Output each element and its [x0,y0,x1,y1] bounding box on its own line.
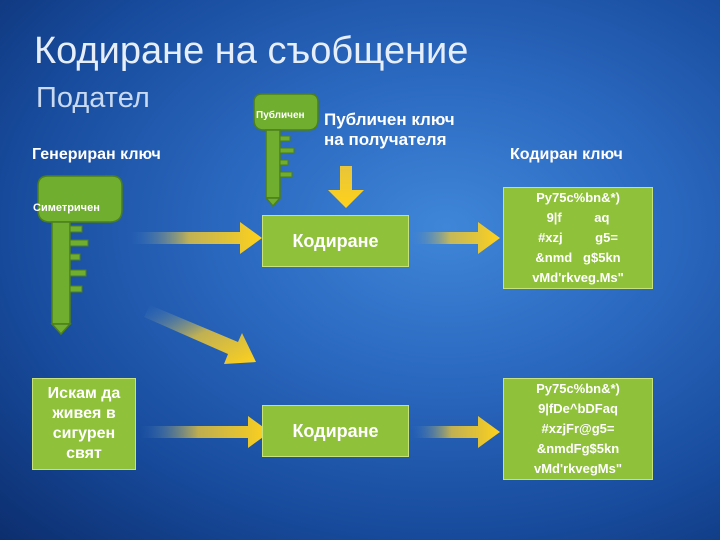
symmetric-key-icon [37,175,123,336]
recipient-public-key-label: Публичен ключ на получателя [324,110,455,149]
encode-box-top-label: Кодиране [292,230,379,251]
arrow-plaintext-to-encode [140,416,270,448]
encrypted-key-label: Кодиран ключ [510,146,623,163]
slide-subtitle: Подател [36,82,150,114]
generated-key-label: Генериран ключ [32,146,161,163]
arrow-key-to-encode [130,222,262,254]
arrow-encode-to-ciphertext [412,416,500,448]
encode-box-bottom: Кодиране [262,405,409,457]
plaintext-message: Искам да живея в сигурен свят [47,385,121,462]
public-key-label: Публичен [256,110,305,121]
ciphertext-box-bottom: Py75c%bn&*) 9|fDe^bDFaq #xzjFr@g5= &nmdF… [503,378,653,480]
symmetric-key-label: Симетричен [33,202,100,214]
plaintext-box: Искам да живея в сигурен свят [32,378,136,470]
arrow-encode-to-cipher [410,222,500,254]
ciphertext-box-top: Py75c%bn&*) 9|f aq #xzj g5= &nmd g$5kn v… [503,187,653,289]
slide-title: Кодиране на съобщение [34,30,469,72]
ciphertext-top: Py75c%bn&*) 9|f aq #xzj g5= &nmd g$5kn v… [532,190,624,285]
arrow-diagonal-key-to-message [144,305,256,364]
public-key-icon [253,93,319,208]
encode-box-top: Кодиране [262,215,409,267]
ciphertext-bottom: Py75c%bn&*) 9|fDe^bDFaq #xzjFr@g5= &nmdF… [533,381,622,476]
encode-box-bottom-label: Кодиране [292,420,379,441]
arrow-down-public-key [328,166,364,208]
